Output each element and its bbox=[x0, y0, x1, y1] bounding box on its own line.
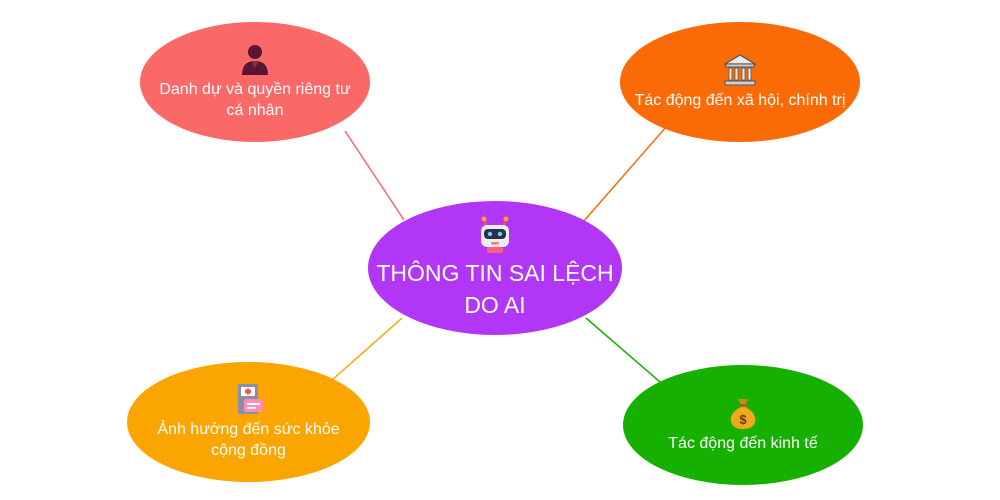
connector-bottom-left bbox=[331, 317, 403, 381]
connector-bottom-right bbox=[585, 317, 661, 383]
person-icon bbox=[242, 45, 268, 76]
medical-card-icon bbox=[237, 384, 263, 415]
connector-top-left bbox=[344, 130, 405, 221]
branch-label: Tác động đến xã hội, chính trị bbox=[634, 91, 846, 109]
central-topic-node[interactable]: THÔNG TIN SAI LỆCH DO AI bbox=[368, 201, 622, 335]
branch-node-personal-privacy[interactable]: Danh dự và quyền riêng tư cá nhân bbox=[140, 22, 370, 142]
branch-label: Tác động đến kinh tế bbox=[668, 434, 818, 452]
money-bag-icon: $ bbox=[730, 398, 756, 429]
branch-label: Danh dự và quyền riêng tư cá nhân bbox=[159, 81, 351, 119]
bank-icon bbox=[723, 53, 757, 86]
branch-node-economy[interactable]: $ Tác động đến kinh tế bbox=[623, 365, 863, 485]
branch-node-society-politics[interactable]: Tác động đến xã hội, chính trị bbox=[620, 22, 860, 142]
svg-text:$: $ bbox=[739, 412, 747, 427]
branch-node-public-health[interactable]: Ảnh hưởng đến sức khỏe cộng đồng bbox=[127, 362, 370, 482]
branch-label: Ảnh hưởng đến sức khỏe cộng đồng bbox=[157, 421, 340, 459]
central-topic-label: THÔNG TIN SAI LỆCH DO AI bbox=[376, 259, 614, 318]
connector-top-right bbox=[582, 126, 667, 223]
robot-icon bbox=[481, 216, 509, 253]
